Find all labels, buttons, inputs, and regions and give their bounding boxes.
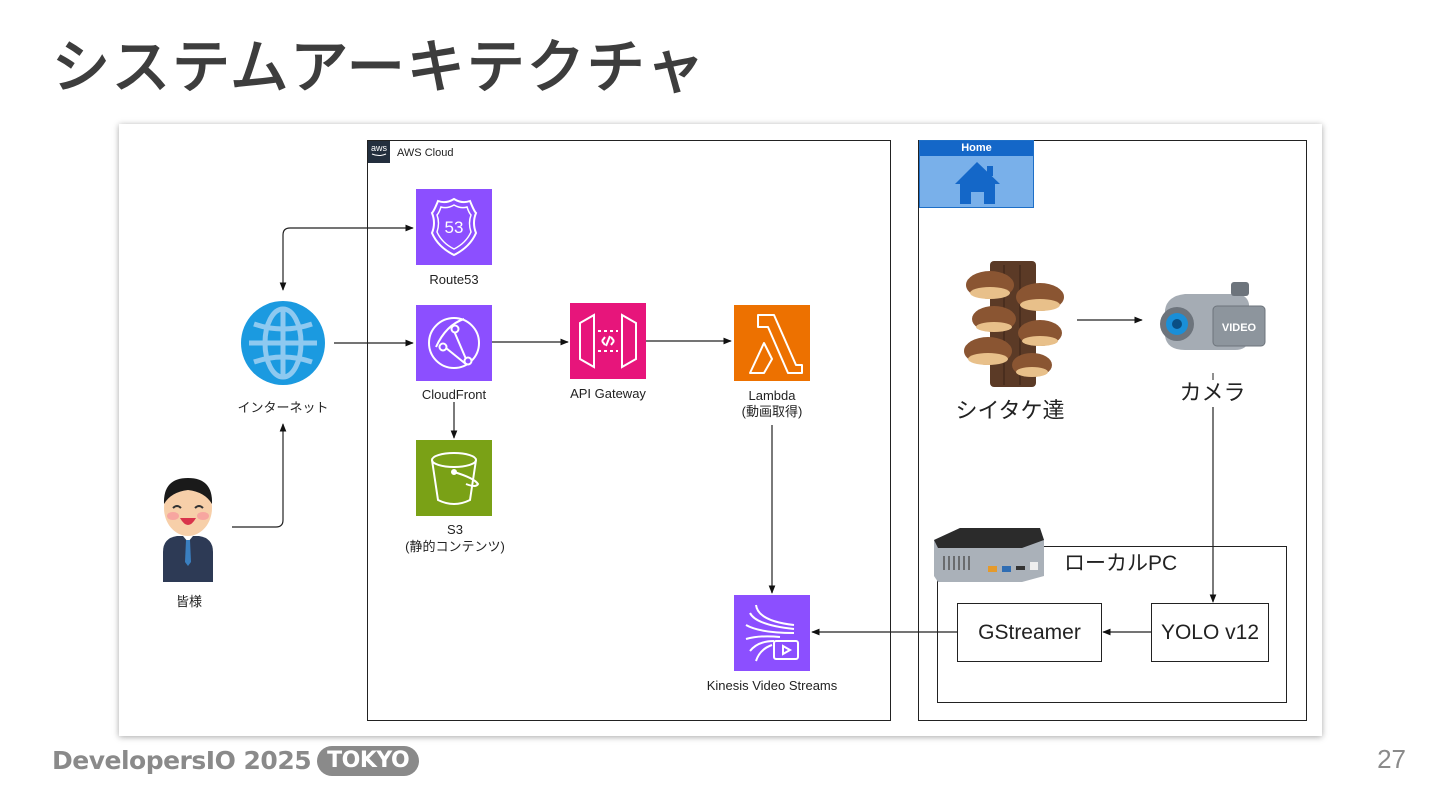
aws-cloud-group [367, 140, 891, 721]
lambda-icon [749, 314, 803, 374]
route53-label: Route53 [429, 272, 479, 287]
local-pc-group [937, 546, 1287, 703]
camera-label: カメラ [1179, 380, 1246, 405]
kinesis-video-icon [745, 604, 799, 662]
cloudfront-service[interactable] [416, 305, 492, 381]
kinesis-label: Kinesis Video Streams [706, 678, 838, 693]
brand-text: DevelopersIO 2025 [52, 746, 312, 775]
aws-cloud-label: AWS Cloud [397, 147, 454, 159]
route53-shield-icon: 53 [430, 197, 478, 257]
mini-pc-icon [934, 528, 1044, 582]
kinesis-service[interactable] [734, 595, 810, 671]
lambda-label: Lambda [748, 388, 796, 403]
lambda-sublabel: (動画取得) [741, 404, 803, 419]
edge-internet-route53 [279, 224, 414, 291]
house-icon [955, 162, 1000, 204]
local-pc-label: ローカルPC [1064, 552, 1178, 575]
user-person-icon [163, 478, 213, 582]
camera-badge: VIDEO [1222, 322, 1257, 334]
yolo-node[interactable]: YOLO v12 [1151, 603, 1269, 662]
cloudfront-label: CloudFront [421, 387, 487, 402]
route53-service[interactable]: 53 [416, 189, 492, 265]
api-gateway-label: API Gateway [570, 386, 646, 401]
gstreamer-node[interactable]: GStreamer [957, 603, 1102, 662]
shiitake-label: シイタケ達 [955, 398, 1065, 423]
s3-service[interactable] [416, 440, 492, 516]
video-camera-icon: VIDEO [1160, 282, 1266, 350]
users-label: 皆様 [175, 594, 202, 609]
lambda-service[interactable] [734, 305, 810, 381]
s3-label: S3 [447, 522, 463, 537]
api-gateway-icon [579, 313, 637, 369]
home-label: Home [920, 141, 1033, 156]
tokyo-badge: TOKYO [317, 746, 420, 776]
home-header: Home [919, 140, 1034, 208]
api-gateway-service[interactable] [570, 303, 646, 379]
internet-label: インターネット [237, 400, 329, 415]
page-number: 27 [1377, 744, 1406, 774]
slide-title: システムアーキテクチャ [52, 33, 707, 101]
aws-logo-icon: aws [368, 141, 390, 163]
home-group [918, 140, 1307, 721]
cloudfront-icon [428, 317, 480, 369]
edge-users-internet [232, 423, 287, 528]
shiitake-log-icon [964, 261, 1064, 387]
s3-sublabel: (静的コンテンツ) [405, 539, 505, 554]
s3-bucket-icon [431, 452, 480, 505]
globe-icon [241, 301, 325, 385]
route53-badge: 53 [445, 218, 464, 237]
